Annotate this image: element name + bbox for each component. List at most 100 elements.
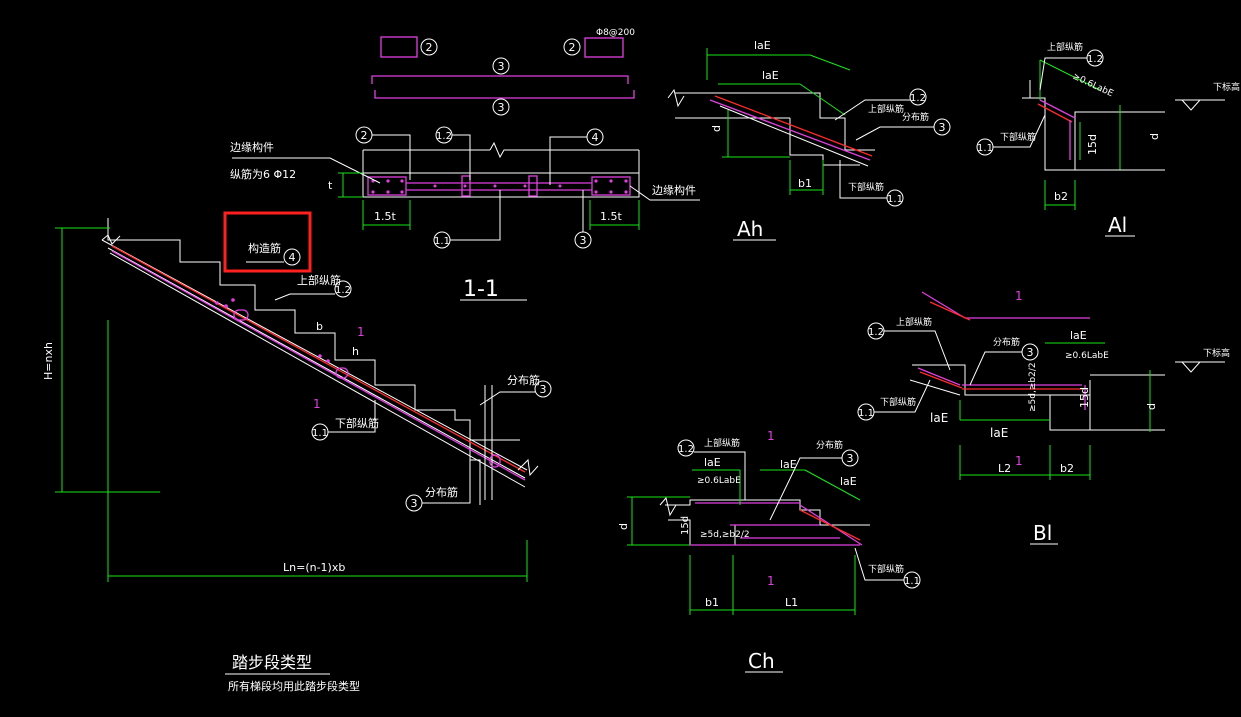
main-title: 踏步段类型 bbox=[232, 653, 312, 672]
svg-text:1.2: 1.2 bbox=[1087, 54, 1103, 65]
svg-text:下部纵筋: 下部纵筋 bbox=[1000, 131, 1036, 143]
svg-text:3: 3 bbox=[847, 452, 854, 465]
svg-text:h: h bbox=[352, 345, 359, 358]
svg-text:laE: laE bbox=[1070, 329, 1087, 342]
svg-text:1.1: 1.1 bbox=[904, 576, 920, 587]
svg-text:15d: 15d bbox=[1086, 134, 1099, 155]
svg-text:laE: laE bbox=[754, 39, 771, 52]
svg-text:1.1: 1.1 bbox=[312, 428, 328, 439]
svg-text:d: d bbox=[617, 523, 630, 530]
svg-text:上部纵筋: 上部纵筋 bbox=[297, 273, 341, 287]
detail-ah-title: Ah bbox=[737, 217, 763, 241]
svg-text:分布筋: 分布筋 bbox=[507, 373, 540, 387]
svg-text:下部纵筋: 下部纵筋 bbox=[868, 563, 904, 575]
svg-text:laE: laE bbox=[762, 69, 779, 82]
svg-text:下标高: 下标高 bbox=[1213, 81, 1240, 93]
detail-ah: laE laE d b1 上部纵筋 1.2 分布筋 3 下部纵筋 1.1 Ah bbox=[667, 39, 951, 241]
svg-text:分布筋: 分布筋 bbox=[993, 336, 1020, 348]
svg-text:1.1: 1.1 bbox=[858, 408, 874, 419]
svg-text:2: 2 bbox=[361, 129, 368, 142]
svg-text:分布筋: 分布筋 bbox=[425, 485, 458, 499]
detail-ch: 1 laE ≥0.6LabE laE laE ≥5d,≥b2/2 15d d b… bbox=[617, 429, 921, 673]
svg-text:1.2: 1.2 bbox=[868, 327, 884, 338]
svg-text:laE: laE bbox=[990, 426, 1008, 440]
svg-text:≥0.6LabE: ≥0.6LabE bbox=[1071, 72, 1115, 100]
svg-text:下部纵筋: 下部纵筋 bbox=[880, 396, 916, 408]
svg-text:laE: laE bbox=[704, 456, 721, 469]
svg-text:4: 4 bbox=[289, 251, 296, 264]
svg-text:1: 1 bbox=[767, 429, 775, 443]
svg-text:b2: b2 bbox=[1054, 190, 1068, 203]
callout-2: 2 bbox=[426, 41, 433, 54]
svg-text:≥5d,≥b2/2: ≥5d,≥b2/2 bbox=[1028, 362, 1038, 412]
section-title: 1-1 bbox=[463, 277, 499, 302]
svg-text:分布筋: 分布筋 bbox=[816, 439, 843, 451]
edge-member-label: 边缘构件 bbox=[230, 140, 274, 154]
length-dimension: Ln=(n-1)xb bbox=[283, 561, 345, 574]
svg-text:t: t bbox=[328, 179, 333, 192]
svg-text:laE: laE bbox=[930, 411, 948, 425]
callout-2b: 2 bbox=[569, 41, 576, 54]
bar-detail-2 bbox=[380, 36, 418, 58]
height-dimension: H=nxh bbox=[42, 342, 55, 380]
svg-text:≥0.6LabE: ≥0.6LabE bbox=[1065, 351, 1109, 361]
svg-text:3: 3 bbox=[498, 101, 505, 114]
structural-bar-label: 构造筋 bbox=[248, 241, 281, 255]
svg-text:3: 3 bbox=[580, 234, 587, 247]
svg-text:上部纵筋: 上部纵筋 bbox=[896, 316, 932, 328]
svg-text:1: 1 bbox=[767, 574, 775, 588]
detail-al-title: Al bbox=[1108, 213, 1127, 237]
detail-bl: 1 d 下标高 laE ≥0.6LabE 15d ≥5d,≥b2/2 laE l… bbox=[857, 289, 1230, 545]
detail-ch-title: Ch bbox=[748, 649, 775, 673]
svg-text:1.1: 1.1 bbox=[977, 143, 993, 154]
svg-text:d: d bbox=[1148, 133, 1161, 140]
svg-text:15d: 15d bbox=[680, 516, 691, 535]
main-subtitle: 所有梯段均用此踏步段类型 bbox=[228, 679, 360, 693]
svg-text:3: 3 bbox=[939, 121, 946, 134]
svg-text:下部纵筋: 下部纵筋 bbox=[335, 416, 379, 430]
svg-text:b1: b1 bbox=[798, 177, 812, 190]
svg-text:1.1: 1.1 bbox=[887, 194, 903, 205]
detail-bl-title: Bl bbox=[1033, 521, 1052, 545]
svg-text:4: 4 bbox=[592, 131, 599, 144]
detail-al: ≥0.6LabE 上部纵筋 1.2 下部纵筋 1.1 15d d 下标高 b2 … bbox=[976, 41, 1240, 237]
svg-text:上部纵筋: 上部纵筋 bbox=[704, 437, 740, 449]
svg-text:3: 3 bbox=[540, 383, 547, 396]
stair-elevation: 构造筋 4 上部纵筋 1.2 b h 1 1 分布筋 3 下部纵筋 1.1 分布… bbox=[42, 211, 552, 693]
svg-text:上部纵筋: 上部纵筋 bbox=[868, 103, 904, 115]
svg-text:1.2: 1.2 bbox=[335, 285, 351, 296]
svg-text:b1: b1 bbox=[705, 596, 719, 609]
svg-text:≥5d,≥b2/2: ≥5d,≥b2/2 bbox=[700, 530, 750, 540]
svg-text:1.1: 1.1 bbox=[434, 236, 450, 247]
svg-text:1: 1 bbox=[1015, 289, 1023, 303]
svg-text:分布筋: 分布筋 bbox=[902, 111, 929, 123]
slab-section bbox=[362, 172, 640, 198]
svg-text:L2: L2 bbox=[998, 462, 1011, 475]
highlight-box bbox=[223, 211, 312, 273]
bar-detail-2b bbox=[584, 37, 624, 58]
svg-text:3: 3 bbox=[498, 60, 505, 73]
svg-text:15d: 15d bbox=[1078, 387, 1091, 408]
svg-text:laE: laE bbox=[780, 458, 797, 471]
svg-text:laE: laE bbox=[840, 475, 857, 488]
svg-text:上部纵筋: 上部纵筋 bbox=[1047, 41, 1083, 53]
svg-text:下标高: 下标高 bbox=[1203, 347, 1230, 359]
lower-rebar bbox=[111, 250, 526, 481]
svg-text:1.2: 1.2 bbox=[436, 131, 452, 142]
svg-text:下部纵筋: 下部纵筋 bbox=[848, 181, 884, 193]
svg-text:3: 3 bbox=[1027, 346, 1034, 359]
upper-rebar bbox=[111, 245, 526, 473]
svg-text:1: 1 bbox=[1015, 454, 1023, 468]
svg-text:d: d bbox=[1145, 403, 1158, 410]
spacing-label: Φ8@200 bbox=[596, 28, 635, 38]
svg-text:d: d bbox=[710, 125, 723, 132]
svg-text:1.2: 1.2 bbox=[678, 444, 694, 455]
svg-text:1.5t: 1.5t bbox=[600, 210, 622, 223]
svg-text:b2: b2 bbox=[1060, 462, 1074, 475]
svg-text:L1: L1 bbox=[785, 596, 798, 609]
svg-text:≥0.6LabE: ≥0.6LabE bbox=[697, 476, 741, 486]
svg-text:1.5t: 1.5t bbox=[374, 210, 396, 223]
svg-text:3: 3 bbox=[411, 497, 418, 510]
section-1-1: 2 2 Φ8@200 3 3 边缘构 bbox=[230, 28, 700, 302]
